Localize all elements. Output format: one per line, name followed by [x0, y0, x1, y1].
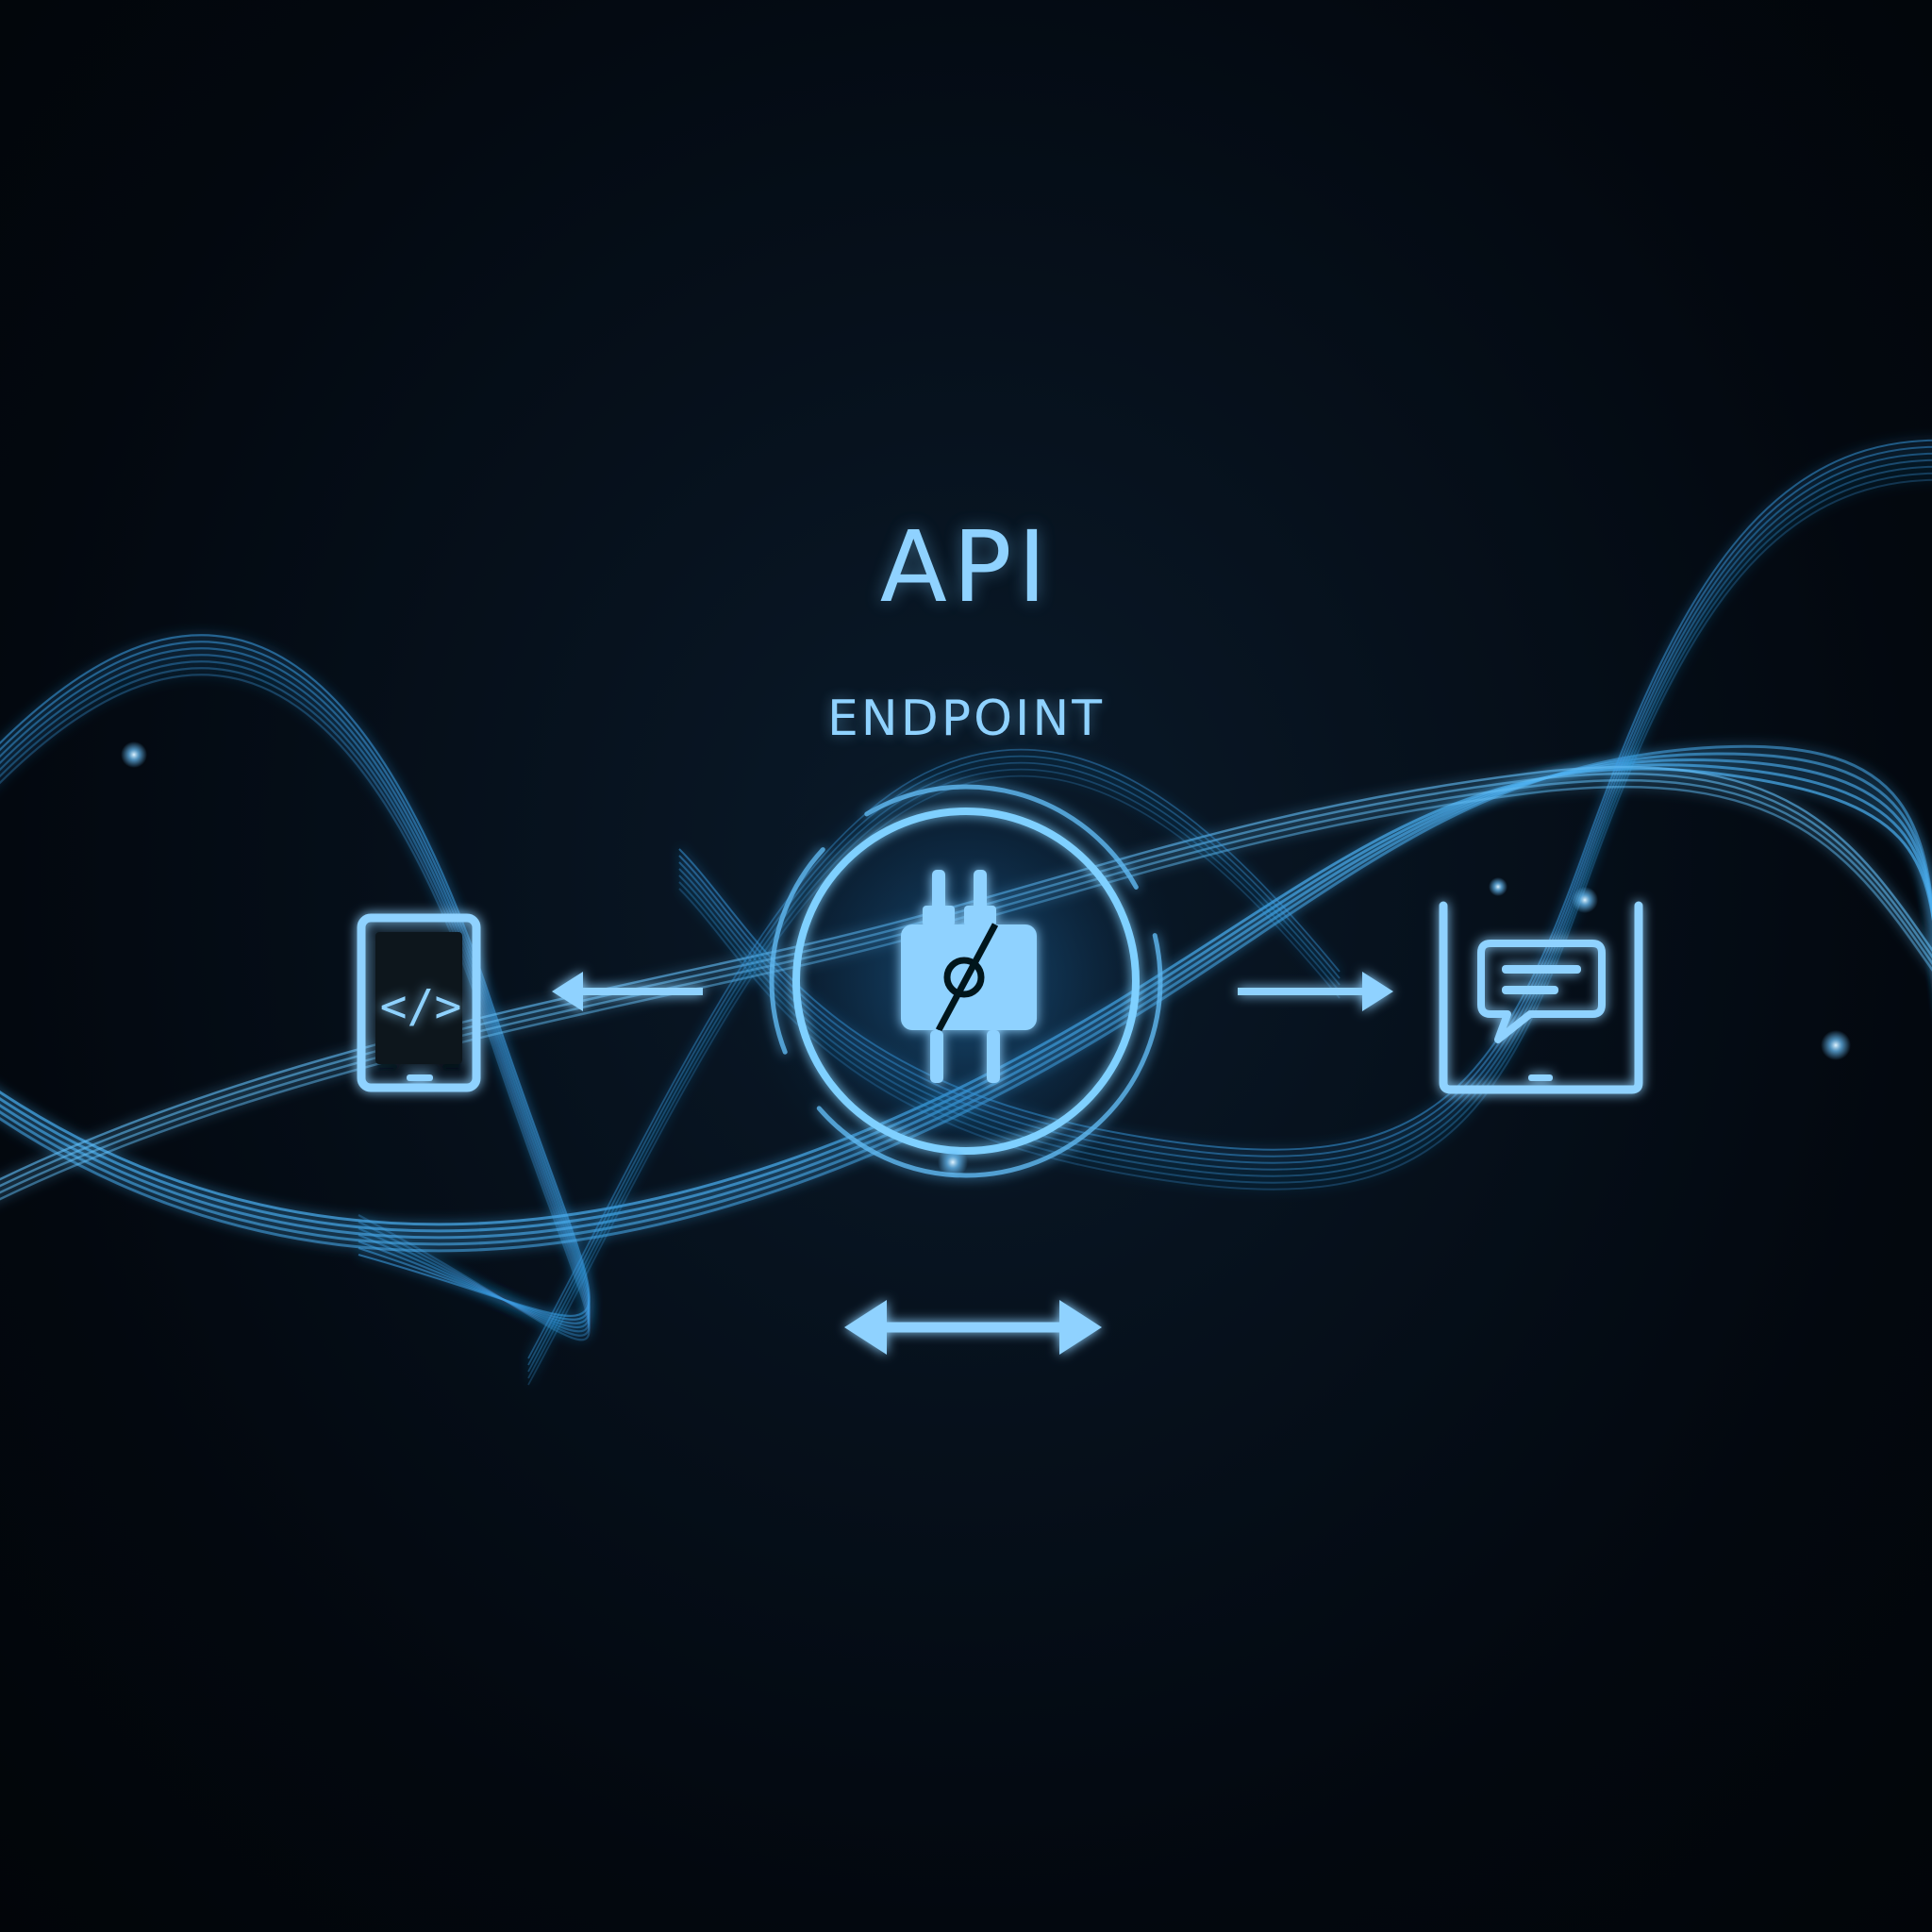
code-glyph: </>	[380, 980, 462, 1033]
wave-line	[0, 634, 591, 1317]
wave-line	[0, 667, 591, 1337]
sparkle-point	[938, 1147, 968, 1177]
diagram-title: API	[879, 509, 1053, 625]
wave-line	[0, 654, 591, 1328]
wave-line	[0, 758, 1932, 1240]
wave-line	[0, 767, 1932, 1226]
hub-inner-ring	[792, 808, 1140, 1155]
diagram-subtitle: ENDPOINT	[826, 691, 1106, 747]
arrow-right-icon	[1238, 972, 1393, 1011]
wave-line	[0, 641, 591, 1321]
chat-bubble-icon	[1477, 940, 1606, 1043]
center-hub	[769, 784, 1163, 1178]
wave-line	[0, 763, 1932, 1233]
sparkle-point	[1489, 877, 1507, 896]
hub-outer-dashed-ring	[769, 784, 1163, 1178]
bidirectional-arrow-icon	[844, 1300, 1102, 1355]
sparkle-points	[121, 741, 1851, 1177]
sparkle-point	[1572, 887, 1598, 913]
plug-connector-icon	[901, 870, 1037, 1083]
sparkle-point	[1821, 1030, 1851, 1060]
arrow-left-icon	[552, 972, 703, 1011]
wave-line	[0, 674, 591, 1341]
sparkle-point	[121, 741, 147, 768]
tablet-code-icon	[357, 913, 481, 1092]
tablet-chat-icon	[1439, 901, 1643, 1094]
wave-line	[0, 752, 1932, 1246]
